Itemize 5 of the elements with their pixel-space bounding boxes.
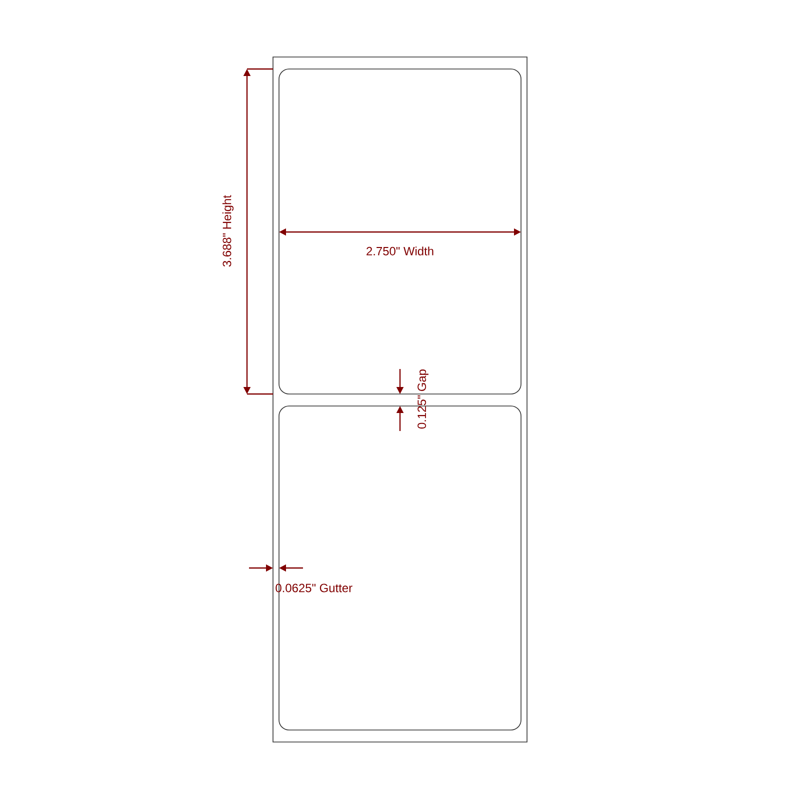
dimension-text: 2.750" Width [366,246,434,256]
dimension-text: 3.688" Height [222,195,234,267]
label-sheet [272,56,528,742]
dimension-text: 0.125" Gap [418,370,428,429]
label-blank [278,68,522,394]
